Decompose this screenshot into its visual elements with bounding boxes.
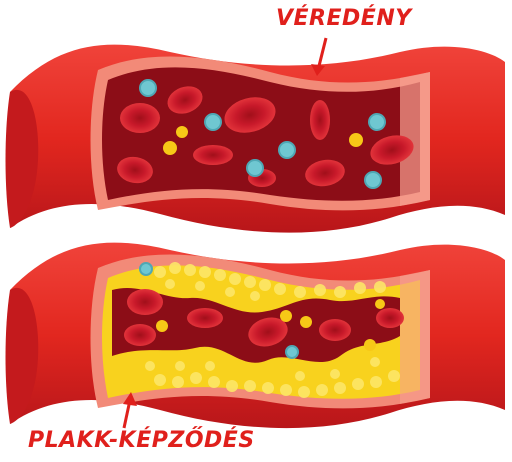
white-blood-cell xyxy=(286,346,298,358)
platelet xyxy=(280,310,292,322)
platelet xyxy=(176,126,188,138)
white-blood-cell xyxy=(140,263,152,275)
red-blood-cell xyxy=(187,308,223,328)
white-blood-cell xyxy=(365,172,381,188)
platelet xyxy=(300,316,312,328)
red-blood-cell xyxy=(127,289,163,315)
red-blood-cell xyxy=(120,103,160,133)
plaque-vessel-right-ring xyxy=(400,270,430,404)
red-blood-cell xyxy=(376,308,404,328)
platelet xyxy=(364,339,376,351)
white-blood-cell xyxy=(369,114,385,130)
red-blood-cell xyxy=(319,319,351,341)
white-blood-cell xyxy=(140,80,156,96)
red-blood-cell xyxy=(193,145,233,165)
platelet xyxy=(375,299,385,309)
red-blood-cell xyxy=(310,100,330,140)
platelet xyxy=(156,320,168,332)
white-blood-cell xyxy=(247,160,263,176)
white-blood-cell xyxy=(279,142,295,158)
platelet xyxy=(163,141,177,155)
white-blood-cell xyxy=(205,114,221,130)
plaque-formation-label: PLAKK-KÉPZŐDÉS xyxy=(28,428,255,453)
healthy-vessel-label: VÉREDÉNY xyxy=(276,6,412,31)
healthy-vessel xyxy=(6,45,506,233)
platelet xyxy=(349,133,363,147)
red-blood-cell xyxy=(124,324,156,346)
